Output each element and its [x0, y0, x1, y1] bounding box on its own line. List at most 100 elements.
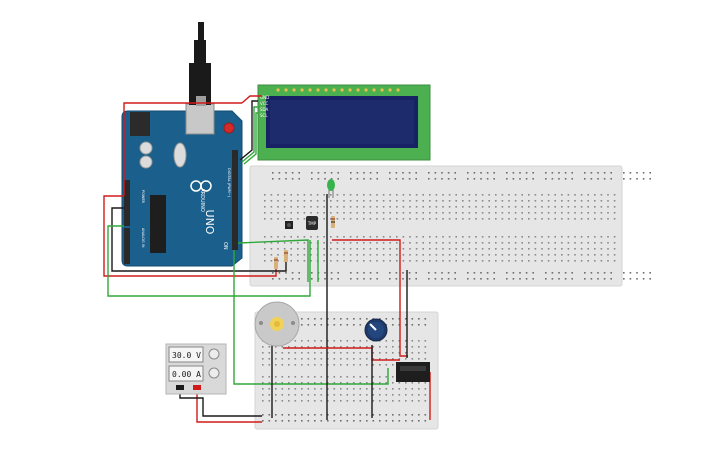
breadboard-hole: [424, 318, 427, 320]
breadboard-hole: [558, 272, 560, 274]
breadboard-hole: [327, 358, 329, 360]
breadboard-hole: [567, 200, 570, 202]
breadboard-hole: [402, 260, 405, 262]
breadboard-hole: [268, 414, 271, 416]
breadboard-hole: [382, 194, 385, 196]
breadboard-hole: [587, 254, 589, 256]
breadboard-hole: [264, 242, 266, 244]
breadboard-hole: [564, 172, 567, 174]
breadboard-hole: [376, 278, 378, 280]
breadboard-hole: [495, 218, 497, 220]
current-knob[interactable]: [208, 367, 220, 379]
breadboard-hole: [290, 260, 292, 262]
breadboard-hole: [379, 400, 381, 402]
breadboard-hole: [587, 218, 589, 220]
breadboard-hole: [363, 212, 365, 214]
breadboard-hole: [600, 248, 603, 250]
breadboard-hole: [303, 206, 306, 208]
breadboard-hole: [408, 272, 411, 274]
breadboard-hole: [475, 248, 477, 250]
breadboard-hole: [495, 254, 497, 256]
breadboard-hole: [392, 358, 394, 360]
breadboard-hole: [422, 236, 424, 238]
breadboard-hole: [366, 352, 368, 354]
wire-black: [239, 100, 258, 161]
breadboard-hole: [356, 218, 358, 220]
breadboard-hole: [337, 272, 339, 274]
breadboard-hole: [281, 394, 284, 396]
breadboard-hole: [534, 242, 537, 244]
breadboard-hole: [307, 340, 310, 342]
breadboard-hole: [541, 248, 543, 250]
breadboard-hole: [369, 172, 372, 174]
breadboard-hole: [584, 278, 586, 280]
breadboard-hole: [369, 260, 372, 262]
breadboard-hole: [353, 346, 355, 348]
breadboard-hole: [316, 236, 319, 238]
breadboard-hole: [649, 178, 651, 180]
breadboard-hole: [327, 382, 329, 384]
breadboard-hole: [610, 278, 612, 280]
breadboard-hole: [597, 178, 599, 180]
breadboard-hole: [395, 172, 398, 174]
voltage-knob[interactable]: [208, 348, 220, 360]
breadboard-hole: [353, 382, 355, 384]
breadboard-hole: [501, 206, 504, 208]
breadboard-hole: [366, 364, 368, 366]
breadboard-hole: [480, 172, 482, 174]
wire-green: [243, 112, 258, 165]
breadboard-hole: [330, 200, 332, 202]
breadboard-hole: [534, 236, 537, 238]
breadboard-hole: [316, 200, 319, 202]
breadboard-hole: [534, 248, 537, 250]
breadboard-hole: [519, 278, 521, 280]
breadboard-hole: [270, 206, 273, 208]
breadboard-hole: [323, 200, 325, 202]
breadboard-hole: [356, 254, 358, 256]
breadboard-hole: [363, 260, 365, 262]
breadboard-hole: [320, 364, 323, 366]
breadboard-hole: [290, 254, 292, 256]
breadboard-hole: [441, 278, 443, 280]
breadboard-hole: [298, 278, 300, 280]
breadboard-hole: [467, 278, 469, 280]
breadboard-hole: [528, 194, 530, 196]
breadboard-hole: [392, 414, 394, 416]
breadboard-hole: [290, 200, 292, 202]
breadboard-hole: [580, 242, 583, 244]
breadboard-hole: [301, 400, 303, 402]
breadboard-hole: [429, 194, 431, 196]
breadboard-hole: [311, 178, 313, 180]
breadboard-hole: [521, 206, 523, 208]
breadboard-hole: [270, 212, 273, 214]
breadboard-hole: [396, 254, 398, 256]
breadboard-hole: [480, 178, 482, 180]
reset-button[interactable]: [223, 122, 235, 134]
breadboard-hole: [475, 212, 477, 214]
breadboard-hole: [547, 248, 550, 250]
breadboard-hole: [447, 172, 450, 174]
breadboard-hole: [636, 172, 638, 174]
breadboard-hole: [314, 382, 316, 384]
potentiometer-knob[interactable]: [364, 318, 388, 342]
breadboard-hole: [603, 178, 606, 180]
breadboard-hole: [314, 420, 316, 422]
breadboard-hole: [291, 178, 294, 180]
breadboard-hole: [311, 172, 313, 174]
breadboard-hole: [415, 248, 418, 250]
breadboard-hole: [333, 388, 336, 390]
breadboard-hole: [521, 242, 523, 244]
breadboard-hole: [468, 248, 471, 250]
breadboard-hole: [333, 400, 336, 402]
breadboard-hole: [434, 178, 437, 180]
push-button[interactable]: [285, 221, 293, 229]
breadboard-hole: [346, 318, 349, 320]
breadboard-hole: [307, 324, 310, 326]
breadboard-hole: [340, 420, 342, 422]
breadboard-hole: [307, 346, 310, 348]
board-on-label: ON: [222, 242, 228, 250]
breadboard-hole: [402, 236, 405, 238]
breadboard-hole: [468, 200, 471, 202]
breadboard-hole: [343, 242, 345, 244]
breadboard-hole: [571, 272, 573, 274]
